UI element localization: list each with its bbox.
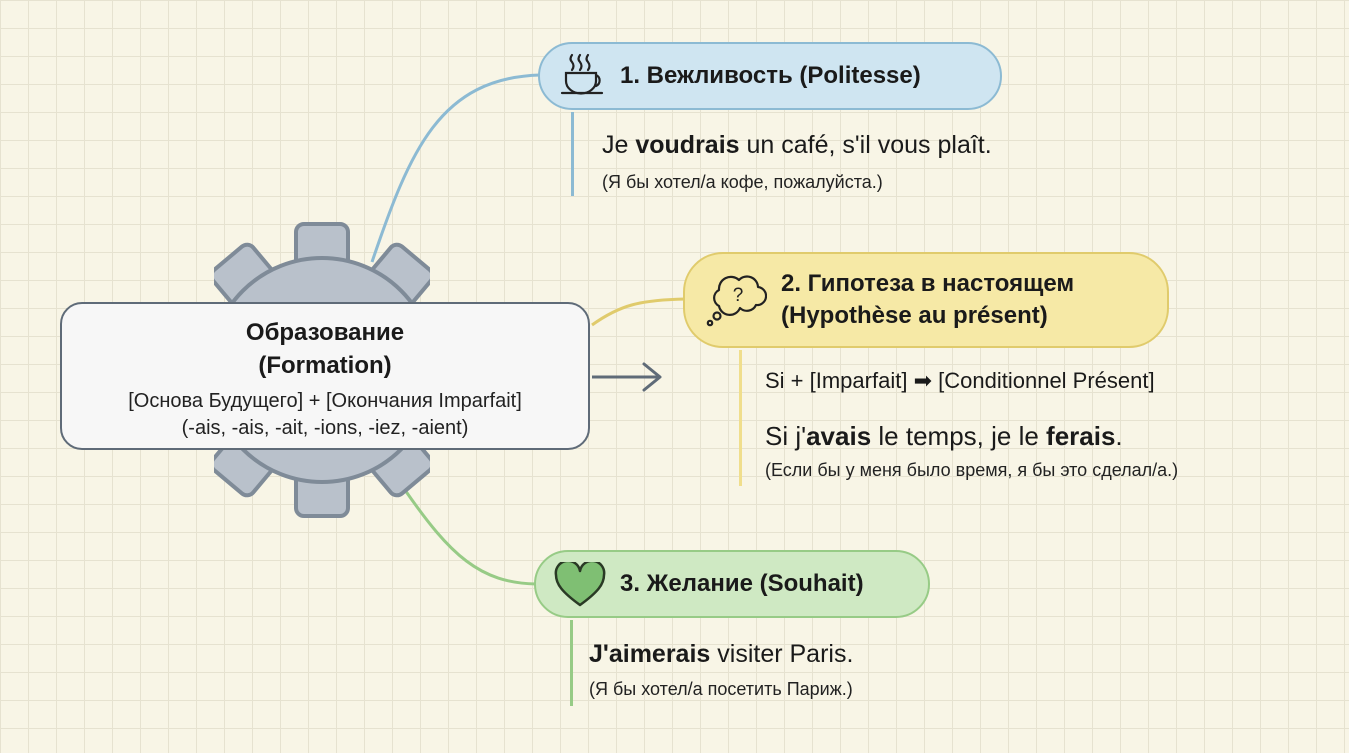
example-verb: avais [806,421,872,451]
example-verb: J'aimerais [589,640,711,668]
souhait-translation: (Я бы хотел/а посетить Париж.) [589,679,853,699]
formation-formula: [Основа Будущего] + [Окончания Imparfait… [62,388,588,442]
formation-box: Образование (Formation) [Основа Будущего… [60,302,590,450]
formation-title: Образование (Formation) [62,316,588,382]
formation-title-line1: Образование [245,319,405,346]
connector-hypothese [591,297,686,327]
arrow-right-icon: ➡ [913,368,933,393]
hypothese-translation: (Если бы у меня было время, я бы это сде… [765,460,1179,480]
example-verb: ferais [1046,421,1116,451]
hypothese-title: 2. Гипотеза в настоящем (Hypothèse au pr… [781,268,1074,332]
souhait-example: J'aimerais visiter Paris. [589,638,853,670]
connector-souhait [403,489,537,586]
politesse-translation: (Я бы хотел/а кофе, пожалуйста.) [602,172,883,192]
politesse-divider [571,112,574,196]
politesse-title: 1. Вежливость (Politesse) [620,62,921,89]
formation-title-line2: (Formation) [258,352,392,379]
formation-formula-line1: [Основа Будущего] + [Окончания Imparfait… [128,390,522,412]
souhait-pill: 3. Желание (Souhait) [534,550,930,618]
politesse-pill: 1. Вежливость (Politesse) [538,42,1002,110]
hypothese-title-line2: (Hypothèse au présent) [781,302,1048,329]
connector-politesse [370,73,541,263]
hypothese-example: Si j'avais le temps, je le ferais. [765,420,1123,452]
hypothese-rule: Si + [Imparfait] ➡ [Conditionnel Présent… [765,366,1155,396]
example-text: . [1115,421,1123,451]
rule-condition: Si + [Imparfait] [765,368,908,393]
heart-icon [554,562,606,607]
arrow-to-hypothese [592,362,662,392]
formation-formula-line2: (-ais, -ais, -ait, -ions, -iez, -aient) [181,417,469,439]
example-text: visiter Paris. [710,640,854,668]
politesse-example: Je voudrais un café, s'il vous plaît. [602,129,992,161]
example-text: le temps, je le [871,421,1047,451]
example-verb: voudrais [635,131,740,159]
souhait-divider [570,620,573,706]
hypothese-title-line1: 2. Гипотеза в настоящем [781,270,1075,297]
hypothese-pill: ? 2. Гипотеза в настоящем (Hypothèse au … [683,252,1169,348]
hypothese-divider [739,350,742,486]
coffee-cup-icon [560,53,604,95]
example-text: Si j' [765,421,807,451]
souhait-title: 3. Желание (Souhait) [620,570,864,597]
example-text: Je [602,131,636,159]
example-text: un café, s'il vous plaît. [739,131,992,159]
svg-text:?: ? [733,285,744,306]
thought-bubble-question-icon: ? [706,275,767,327]
rule-result: [Conditionnel Présent] [938,368,1155,393]
